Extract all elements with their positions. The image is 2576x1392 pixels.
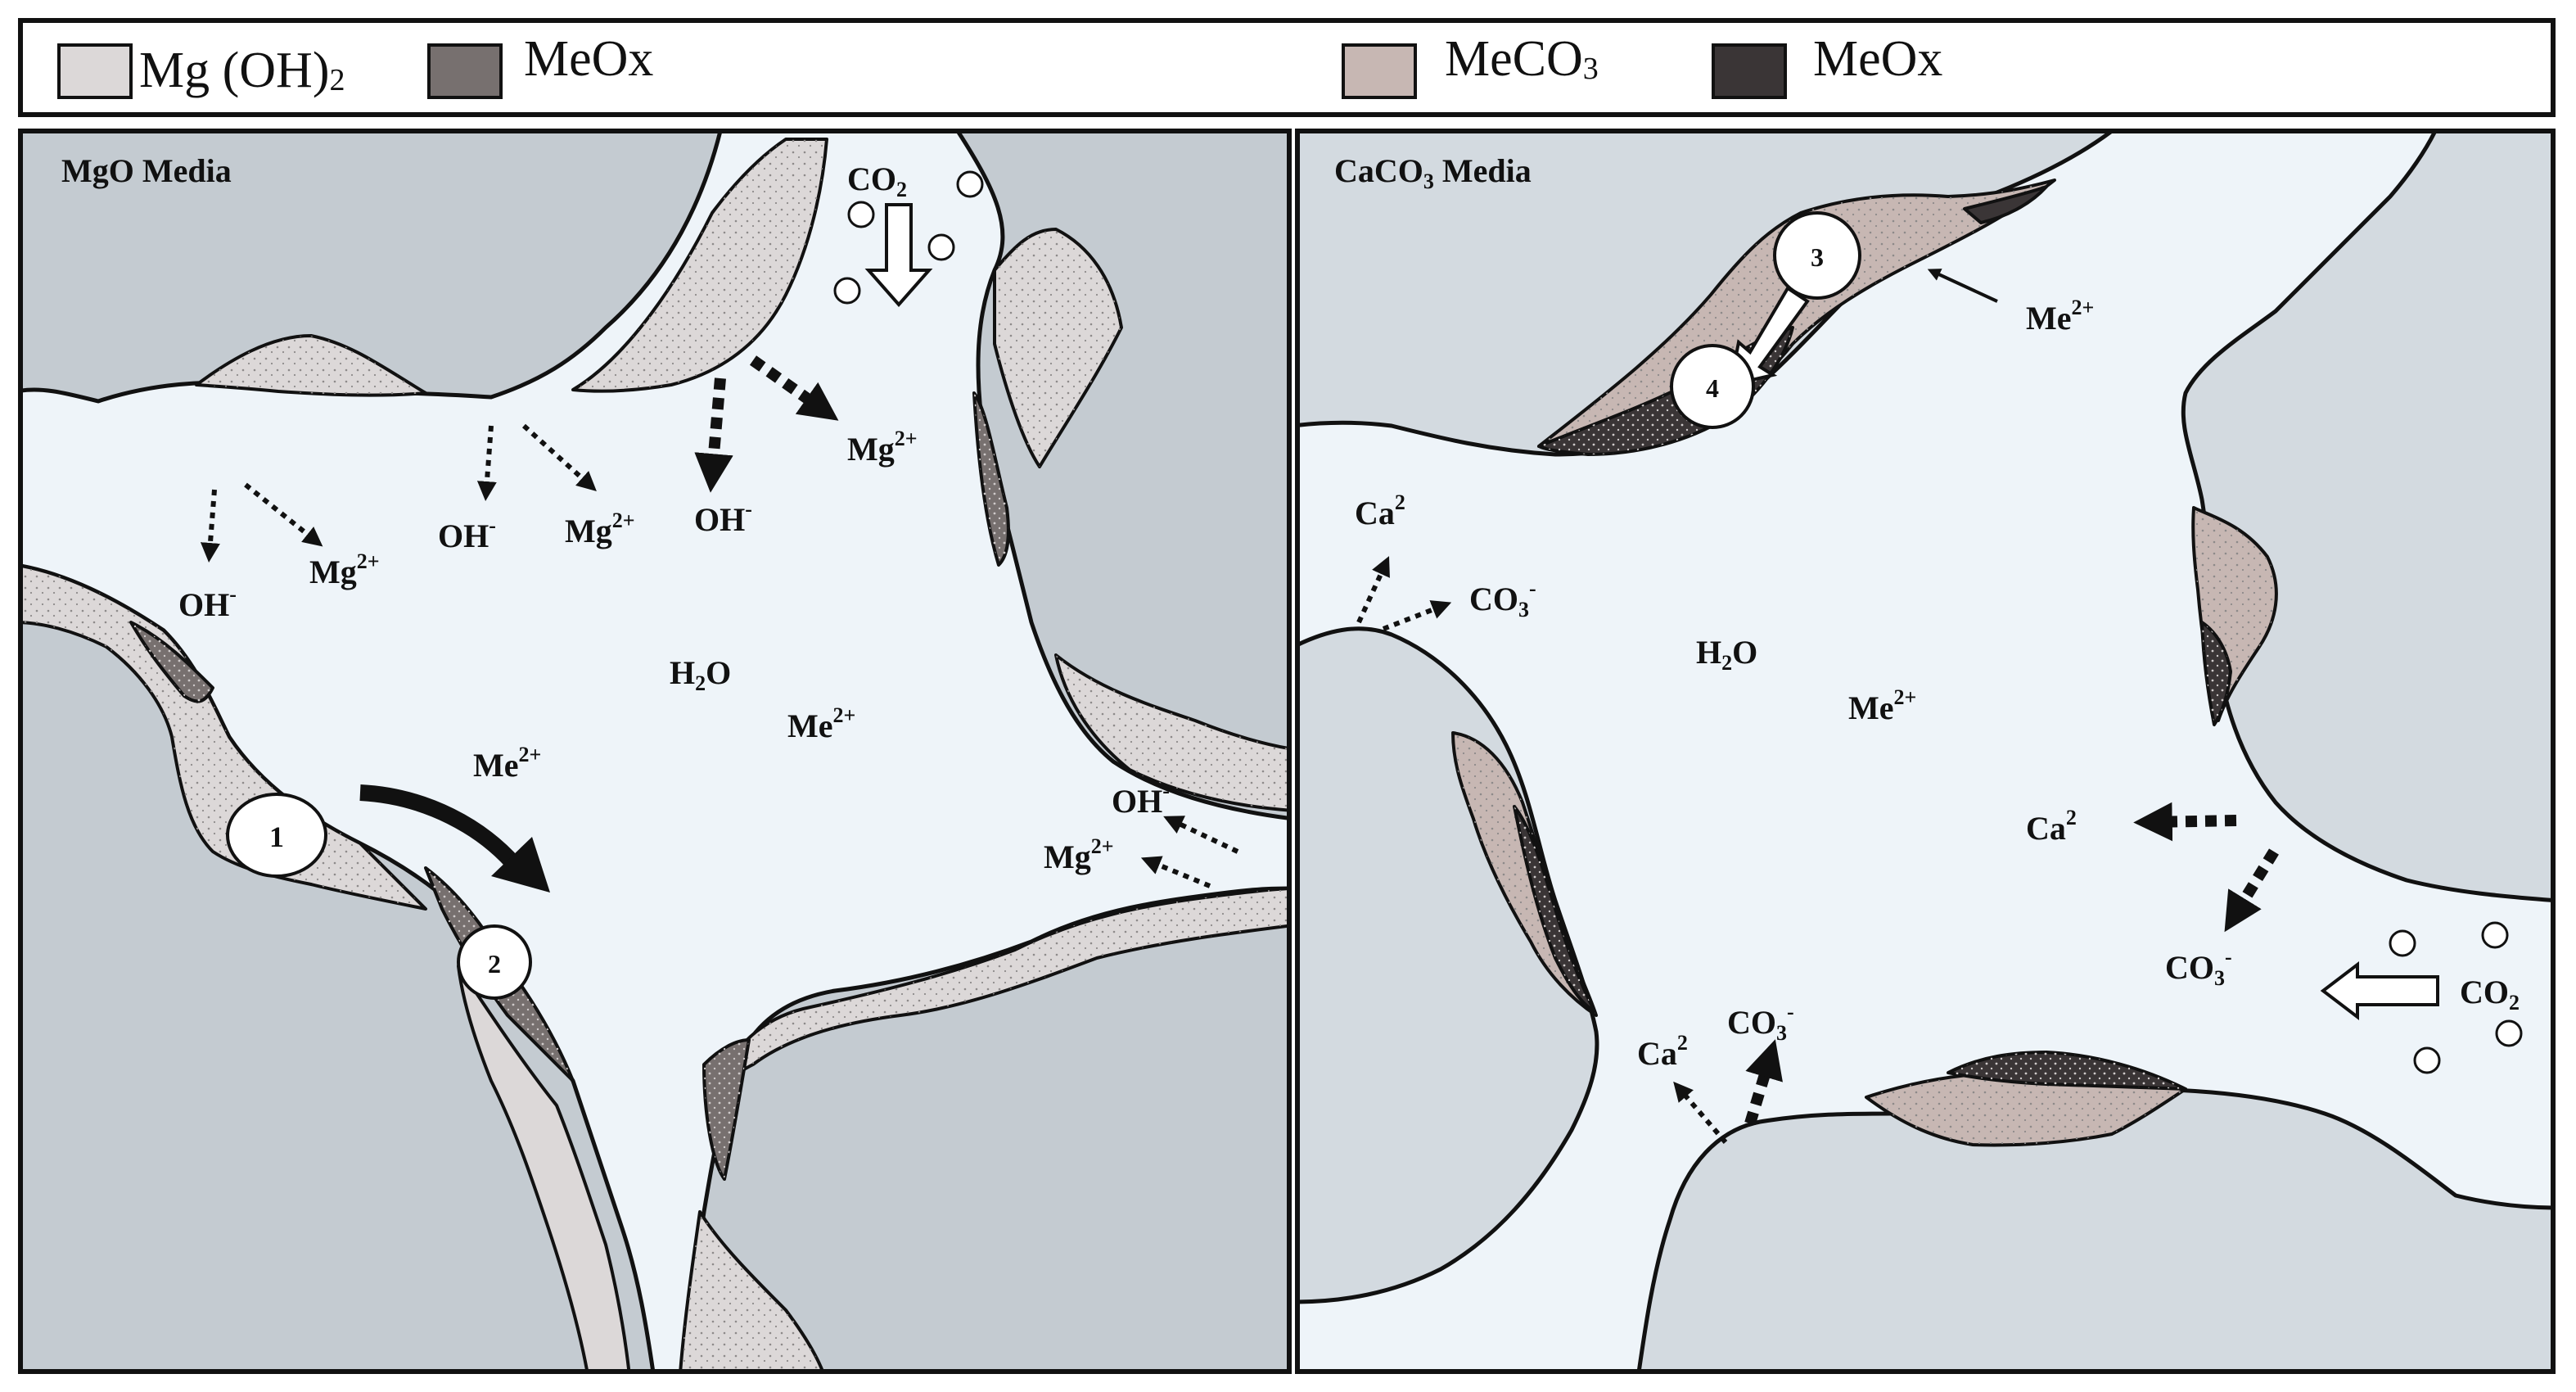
right-ion-label: Ca2 (1355, 490, 1405, 531)
left-panel-frame (18, 129, 1292, 1374)
right-co2-bubble (2495, 1019, 2523, 1047)
left-marker-1 (226, 793, 327, 878)
left-water-label: H2O (670, 654, 731, 695)
legend-label-meox-dark: MeOx (1813, 31, 1942, 87)
legend-swatch-meox-dark (1712, 43, 1787, 99)
right-panel-title: CaCO3 Media (1334, 152, 1532, 193)
left-dotted-arrow-thick (749, 355, 839, 421)
right-panel: CaCO3 Media 3 4 Me2+ Ca2 CO3- H2O Me2+ C… (1295, 129, 2556, 1374)
left-ion-label: OH- (694, 497, 752, 538)
right-ion-label: Ca2 (2026, 806, 2077, 847)
right-ion-label: CO3- (1469, 576, 1536, 621)
right-dotted-arrow-thick (2224, 848, 2279, 933)
left-co2-bubble (927, 233, 955, 261)
left-marker-2 (457, 924, 532, 1000)
left-co2-bubble (847, 201, 875, 228)
left-dotted-arrow (1163, 816, 1239, 854)
left-mgoh2-left-bottom (457, 965, 631, 1372)
legend-item-meox-dark: MeOx (1712, 31, 1942, 99)
left-ion-label: Mg2+ (565, 508, 635, 549)
left-ion-label: OH- (1112, 779, 1170, 820)
left-co2-label: CO2 (847, 160, 907, 201)
right-co2-bubble (2389, 929, 2416, 957)
legend-item-meco3: MeCO3 (1342, 31, 1599, 99)
legend-swatch-meco3 (1342, 43, 1417, 99)
right-ion-label: CO3- (1727, 1000, 1794, 1045)
legend-label-meco3: MeCO3 (1445, 31, 1599, 87)
left-co2-bubble (956, 170, 984, 198)
legend: Mg (OH)2 MeOx MeCO3 MeOx (18, 18, 2556, 117)
right-me-pointer-arrow (1927, 269, 1998, 303)
right-me-pointer-label: Me2+ (2026, 296, 2094, 337)
legend-label-mgoh2: Mg (OH)2 (139, 43, 345, 98)
legend-item-mgoh2: Mg (OH)2 (57, 43, 345, 99)
left-panel: MgO Media CO2 OH- Mg2+ OH- Mg2+ OH- Mg2+… (18, 129, 1292, 1374)
legend-item-meox-light: MeOx (427, 31, 653, 99)
left-ion-label: OH- (438, 513, 496, 554)
legend-label-meox-light: MeOx (524, 31, 653, 87)
right-marker-4 (1670, 344, 1755, 429)
left-me-arrow-label: Me2+ (473, 743, 541, 784)
right-panel-frame (1295, 129, 2556, 1374)
left-ion-arrows (200, 355, 1239, 888)
right-dotted-arrow (1673, 1081, 1728, 1144)
right-dotted-arrow (1744, 1039, 1783, 1126)
left-me-label: Me2+ (787, 703, 855, 744)
legend-frame (18, 18, 2556, 117)
right-dotted-arrow-thick (2133, 802, 2237, 842)
left-dotted-arrow (521, 423, 597, 492)
right-marker-3 (1773, 211, 1861, 300)
left-me-transport-arrow (359, 784, 524, 874)
right-ion-label: CO3- (2165, 945, 2232, 990)
left-ion-label: Mg2+ (1044, 834, 1114, 875)
right-me-label: Me2+ (1848, 685, 1916, 726)
left-co2-bubble (833, 277, 861, 305)
left-ion-label: Mg2+ (847, 427, 918, 468)
right-co2-bubble (2481, 921, 2509, 949)
right-co2-inflow-arrow (2320, 960, 2439, 1021)
left-ion-label: OH- (178, 582, 237, 623)
right-meox-top-tip (1963, 185, 2048, 224)
left-marker-1-label: 1 (269, 820, 284, 853)
right-water-label: H2O (1696, 634, 1757, 675)
right-ion-label: Ca2 (1637, 1031, 1688, 1072)
left-me-transport-arrowhead (491, 837, 550, 893)
right-co2-bubble (2413, 1046, 2441, 1074)
left-panel-title: MgO Media (61, 152, 232, 189)
right-co2-label: CO2 (2460, 974, 2520, 1015)
right-marker-3-label: 3 (1811, 242, 1824, 272)
left-marker-2-label: 2 (488, 949, 501, 978)
legend-swatch-mgoh2 (57, 43, 133, 99)
left-dotted-arrow-thick (694, 377, 733, 493)
left-dotted-arrow (244, 482, 323, 547)
legend-swatch-meox-light (427, 43, 503, 99)
right-marker-4-label: 4 (1706, 373, 1719, 403)
left-ion-label: Mg2+ (309, 549, 380, 590)
left-co2-inflow-arrow (864, 203, 933, 308)
